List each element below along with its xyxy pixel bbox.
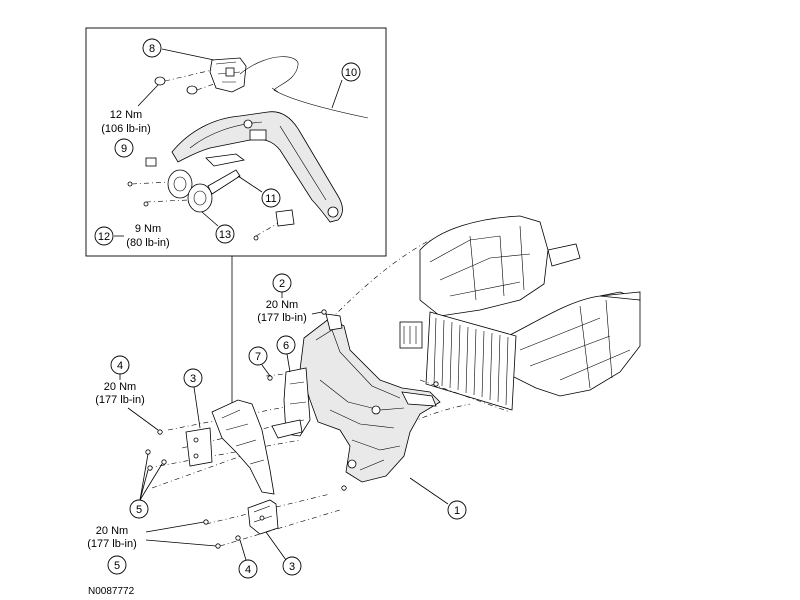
- callout-6: 6: [276, 335, 296, 355]
- svg-text:2: 2: [279, 278, 285, 290]
- svg-text:3: 3: [190, 373, 196, 385]
- callout-3-upper: 3: [183, 368, 203, 388]
- callout-5-lower: 5: [107, 555, 127, 575]
- callout-3-lower: 3: [282, 556, 302, 576]
- torque-label-9-line1: 12 Nm: [110, 109, 142, 121]
- torque-label-12-line1: 9 Nm: [135, 223, 161, 235]
- svg-text:11: 11: [265, 193, 276, 205]
- callout-2: 2: [272, 273, 292, 293]
- left-upper-bracket: [185, 399, 275, 495]
- callout-13: 13: [215, 224, 235, 244]
- torque-label-5-line2: (177 lb-in): [87, 538, 137, 550]
- deflector-bracket: [271, 367, 311, 439]
- svg-text:13: 13: [219, 229, 231, 241]
- callout-5-upper: 5: [129, 499, 149, 519]
- svg-text:5: 5: [114, 560, 120, 572]
- svg-text:4: 4: [245, 564, 251, 576]
- callout-4-lower: 4: [238, 559, 258, 579]
- svg-text:6: 6: [283, 340, 289, 352]
- callout-12: 12: [94, 226, 114, 246]
- hood-latch-support-detail: [127, 56, 369, 241]
- svg-text:12: 12: [98, 231, 110, 243]
- torque-label-4-line2: (177 lb-in): [95, 394, 145, 406]
- svg-text:3: 3: [289, 561, 295, 573]
- vehicle-front-structure: [419, 215, 641, 397]
- left-lower-bracket: [247, 499, 279, 535]
- callout-11: 11: [261, 188, 281, 208]
- radiator-support: [299, 313, 441, 483]
- svg-text:7: 7: [255, 351, 261, 363]
- callout-9: 9: [114, 138, 134, 158]
- callout-4-upper: 4: [110, 355, 130, 375]
- torque-label-4-line1: 20 Nm: [104, 381, 136, 393]
- svg-text:9: 9: [121, 143, 127, 155]
- svg-text:4: 4: [117, 360, 123, 372]
- torque-label-2-line1: 20 Nm: [266, 299, 298, 311]
- torque-label-12-line2: (80 lb-in): [126, 237, 169, 249]
- torque-label-2-line2: (177 lb-in): [257, 312, 307, 324]
- figure-id: N0087772: [88, 586, 135, 597]
- radiator: [399, 311, 517, 411]
- svg-text:8: 8: [149, 43, 155, 55]
- torque-label-9-line2: (106 lb-in): [101, 123, 151, 135]
- svg-text:5: 5: [136, 504, 142, 516]
- svg-text:1: 1: [454, 505, 460, 517]
- callout-8: 8: [142, 38, 162, 58]
- callout-7: 7: [248, 346, 268, 366]
- torque-label-5-line1: 20 Nm: [96, 525, 128, 537]
- callout-10: 10: [341, 62, 361, 82]
- svg-text:10: 10: [345, 67, 357, 79]
- callout-1: 1: [447, 500, 467, 520]
